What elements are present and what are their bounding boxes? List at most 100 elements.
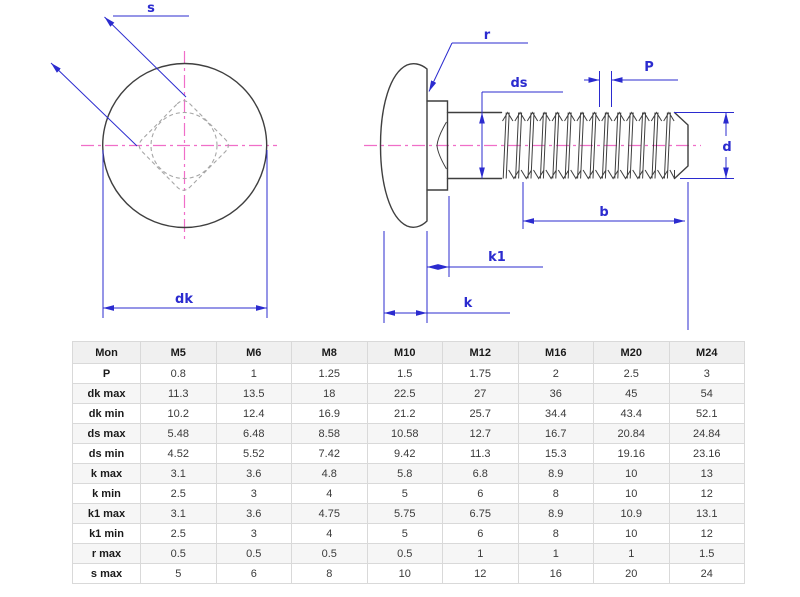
dim-p: P	[584, 60, 678, 107]
spec-cell: 3.1	[140, 503, 217, 524]
spec-cell: 10.2	[140, 403, 217, 424]
row-label: P	[72, 363, 141, 384]
carriage-bolt-drawing: s dk	[50, 1, 734, 330]
spec-cell: 8.58	[291, 423, 368, 444]
spec-cell: 1	[593, 543, 670, 564]
spec-cell: 4	[291, 483, 368, 504]
spec-cell: 10	[593, 523, 670, 544]
column-header: M12	[442, 341, 519, 364]
spec-cell: 5.75	[366, 503, 443, 524]
spec-cell: 5.52	[215, 443, 292, 464]
spec-cell: 27	[442, 383, 519, 404]
row-label: dk min	[72, 403, 141, 424]
spec-cell: 12	[668, 523, 745, 544]
spec-cell: 52.1	[668, 403, 745, 424]
spec-cell: 6	[442, 523, 519, 544]
spec-cell: 6	[442, 483, 519, 504]
row-label: k1 min	[72, 523, 141, 544]
label-k: k	[464, 296, 473, 311]
spec-cell: 4.75	[291, 503, 368, 524]
spec-cell: 4	[291, 523, 368, 544]
spec-cell: 11.3	[140, 383, 217, 404]
column-header: M5	[140, 341, 217, 364]
spec-cell: 12	[442, 563, 519, 584]
column-header: M6	[215, 341, 292, 364]
spec-cell: 2.5	[593, 363, 670, 384]
spec-cell: 4.52	[140, 443, 217, 464]
spec-cell: 3	[215, 523, 292, 544]
spec-cell: 13.5	[215, 383, 292, 404]
row-label: k max	[72, 463, 141, 484]
column-header: M8	[291, 341, 368, 364]
square-neck-corner-edge	[436, 121, 447, 170]
dim-k: k	[383, 231, 510, 323]
column-header: M10	[366, 341, 443, 364]
spec-cell: 43.4	[593, 403, 670, 424]
dim-b: b	[522, 182, 689, 330]
dim-ds: ds	[479, 76, 563, 179]
row-label: k1 max	[72, 503, 141, 524]
spec-cell: 5	[140, 563, 217, 584]
spec-cell: 3.6	[215, 463, 292, 484]
spec-cell: 8	[517, 483, 594, 504]
spec-cell: 34.4	[517, 403, 594, 424]
spec-cell: 1	[215, 363, 292, 384]
dim-s: s	[50, 1, 189, 147]
spec-cell: 8	[291, 563, 368, 584]
row-label: r max	[72, 543, 141, 564]
bolt-head-outline	[379, 63, 428, 228]
spec-cell: 11.3	[442, 443, 519, 464]
spec-cell: 10	[593, 463, 670, 484]
spec-cell: 10.9	[593, 503, 670, 524]
spec-cell: 1.75	[442, 363, 519, 384]
label-s: s	[147, 1, 155, 16]
spec-cell: 10.58	[366, 423, 443, 444]
spec-cell: 8.9	[517, 503, 594, 524]
label-r: r	[484, 28, 491, 43]
spec-cell: 10	[593, 483, 670, 504]
spec-cell: 4.8	[291, 463, 368, 484]
row-label: ds max	[72, 423, 141, 444]
spec-cell: 5	[366, 483, 443, 504]
spec-cell: 1.5	[366, 363, 443, 384]
label-p: P	[644, 60, 654, 75]
spec-cell: 6.8	[442, 463, 519, 484]
spec-cell: 12.4	[215, 403, 292, 424]
row-label: dk max	[72, 383, 141, 404]
spec-cell: 18	[291, 383, 368, 404]
row-label: ds min	[72, 443, 141, 464]
bolt-side-view: r ds P d	[364, 28, 734, 330]
spec-cell: 23.16	[668, 443, 745, 464]
spec-cell: 9.42	[366, 443, 443, 464]
shank-hidden-circle	[150, 111, 218, 180]
spec-cell: 0.5	[140, 543, 217, 564]
spec-cell: 24.84	[668, 423, 745, 444]
spec-cell: 0.5	[291, 543, 368, 564]
label-ds: ds	[510, 76, 527, 91]
spec-cell: 16	[517, 563, 594, 584]
spec-cell: 13	[668, 463, 745, 484]
label-b: b	[599, 205, 608, 220]
spec-cell: 20.84	[593, 423, 670, 444]
spec-cell: 2.5	[140, 523, 217, 544]
spec-cell: 1.5	[668, 543, 745, 564]
thread-pattern	[502, 111, 675, 180]
spec-cell: 3.6	[215, 503, 292, 524]
spec-cell: 1	[442, 543, 519, 564]
spec-cell: 6.48	[215, 423, 292, 444]
spec-cell: 20	[593, 563, 670, 584]
spec-cell: 12.7	[442, 423, 519, 444]
spec-cell: 15.3	[517, 443, 594, 464]
column-header: M20	[593, 341, 670, 364]
dim-dk: dk	[102, 150, 268, 318]
